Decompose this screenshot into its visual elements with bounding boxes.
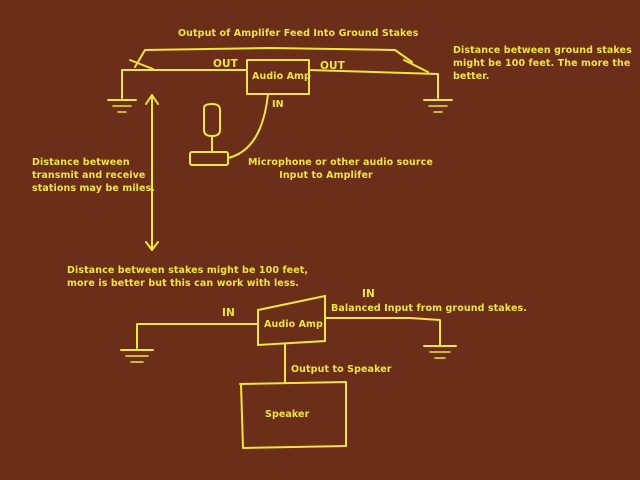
rx-in-left-label: IN [222,307,235,319]
tx-output-loop-wire [134,47,413,68]
tx-source-label: Microphone or other audio source Input t… [248,157,433,181]
tx-out-left-label: OUT [213,58,238,70]
rx-left-ground-stake [120,349,154,363]
rx-right-input-wire [324,317,441,346]
tx-in-label: IN [272,99,284,110]
distance-arrow [145,94,159,251]
tx-amp-box [246,59,310,95]
tx-title: Output of Amplifer Feed Into Ground Stak… [178,28,419,39]
rx-amp-box [257,294,326,347]
speaker-label: Speaker [265,409,310,420]
tx-left-ground-stake [107,99,137,113]
rx-in-right-label: IN [362,288,375,300]
tx-right-ground-stake [423,99,453,113]
rx-left-input-wire [136,323,259,349]
rx-balanced-input-label: Balanced Input from ground stakes. [331,303,527,314]
mic-input-wire [227,93,269,159]
speaker-box [239,381,347,449]
rx-right-ground-stake [423,345,457,359]
tx-left-switch [129,59,154,70]
rx-stake-note: Distance between stakes might be 100 fee… [67,265,309,289]
rx-output-label: Output to Speaker [291,364,392,375]
microphone-icon [189,103,229,166]
rx-amp-label: Audio Amp [264,319,323,330]
tx-left-output-wire [121,69,248,99]
tx-amp-label: Audio Amp [252,71,311,82]
distance-note: Distance between transmit and receive st… [32,157,156,194]
tx-right-output-wire [308,69,439,99]
tx-right-switch [403,59,429,73]
tx-stake-note: Distance between ground stakes might be … [453,45,632,82]
tx-out-right-label: OUT [320,60,345,72]
